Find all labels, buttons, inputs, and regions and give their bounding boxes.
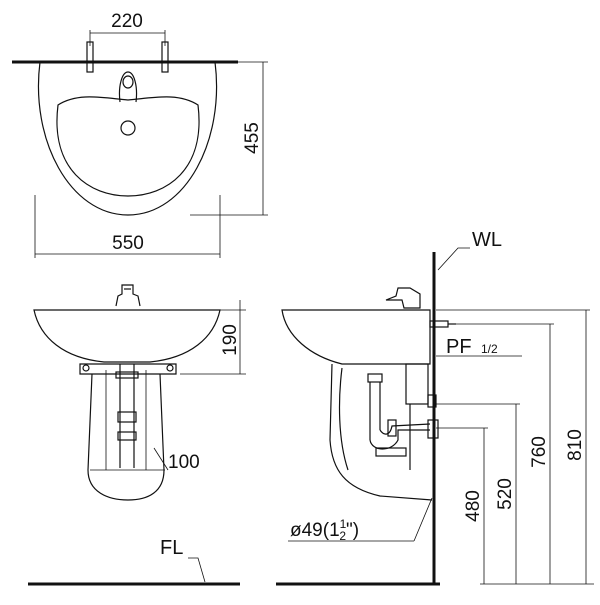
basin-side bbox=[281, 309, 431, 365]
drain-hole-top bbox=[120, 120, 136, 136]
fl-leader bbox=[188, 557, 206, 583]
dim-drain-height: 480 bbox=[463, 490, 484, 522]
pf-size: 1/2 bbox=[481, 342, 498, 356]
dim-rim-height: 760 bbox=[529, 436, 550, 468]
faucet-front bbox=[115, 284, 141, 307]
basin-inner-bowl bbox=[56, 96, 200, 197]
dim-basin-depth: 455 bbox=[242, 122, 263, 154]
wl-label: WL bbox=[472, 229, 502, 251]
dim-tap-spacing: 220 bbox=[111, 11, 143, 32]
basin-underside bbox=[79, 363, 177, 375]
pedestal-side bbox=[329, 363, 433, 501]
fl-label: FL bbox=[160, 537, 183, 559]
basin-front bbox=[33, 309, 221, 363]
faucet-handle-top bbox=[122, 75, 134, 89]
dim-pedestal-width: 100 bbox=[168, 452, 200, 473]
dim-basin-width: 550 bbox=[112, 233, 144, 254]
pf-label: PF bbox=[446, 336, 472, 358]
top-view: 220 455 550 bbox=[12, 11, 268, 258]
faucet-side bbox=[385, 287, 421, 309]
mount-bolt-left bbox=[86, 41, 94, 73]
wl-leader bbox=[437, 247, 470, 271]
dim-basin-height: 190 bbox=[220, 324, 241, 356]
front-view: 190 100 bbox=[33, 284, 246, 501]
dim-supply-height: 520 bbox=[495, 478, 516, 510]
faucet-body-top bbox=[118, 71, 138, 103]
mount-bolt-right bbox=[161, 41, 169, 73]
pedestal-front bbox=[87, 373, 165, 501]
dim-overall-height: 810 bbox=[565, 429, 586, 461]
basin-outer-outline bbox=[37, 61, 218, 216]
